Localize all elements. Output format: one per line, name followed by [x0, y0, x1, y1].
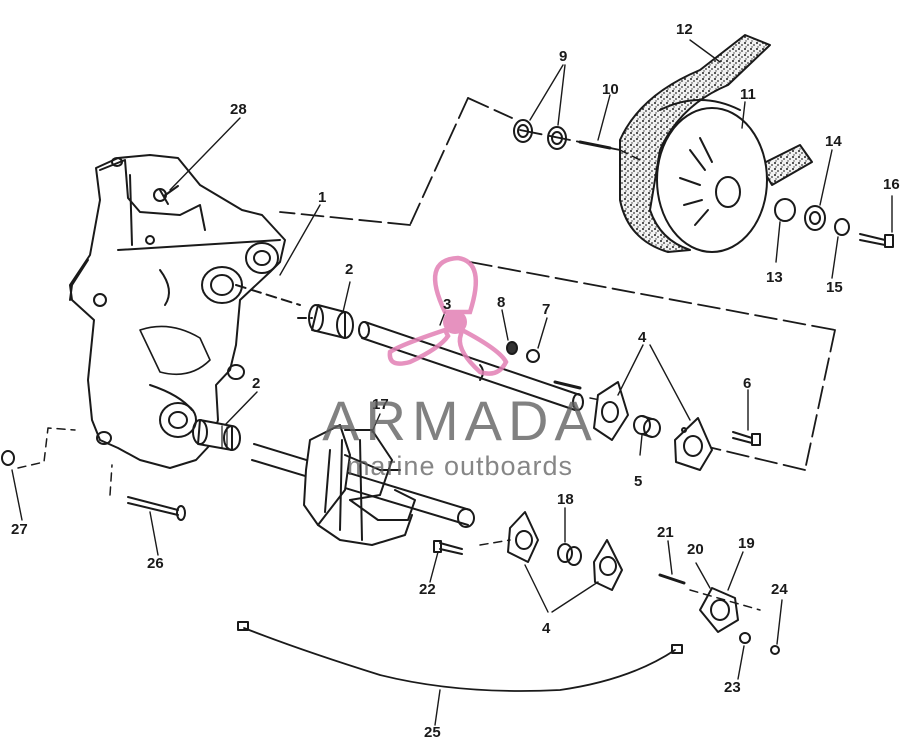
- callout-label: 5: [634, 473, 643, 490]
- bolt-16: [859, 233, 894, 248]
- nut-27: [1, 450, 15, 466]
- key-10: [578, 140, 612, 150]
- screw-28: [159, 185, 179, 205]
- callout-label: 20: [687, 541, 704, 558]
- washer-9a: [513, 119, 533, 143]
- bushing-18: [557, 543, 582, 566]
- bushing-5: [633, 415, 661, 438]
- bolt-26: [127, 496, 186, 521]
- lower-shaft: [251, 443, 475, 528]
- spacer-13: [774, 198, 796, 222]
- cable-25: [243, 627, 676, 692]
- callout-label: 22: [419, 581, 436, 598]
- cable-end-b: [671, 644, 683, 654]
- callout-label: 14: [825, 133, 842, 150]
- callout-label: 6: [743, 375, 752, 392]
- needle-bearing-lower: [192, 419, 241, 451]
- nut-8: [506, 341, 518, 355]
- callout-label: 4: [542, 620, 551, 637]
- callout-label: 7: [542, 301, 551, 318]
- pulley-11: [656, 99, 768, 253]
- callout-label: 8: [497, 294, 506, 311]
- callout-label: 1: [318, 189, 327, 206]
- callout-label: 27: [11, 521, 28, 538]
- nut-24: [770, 645, 780, 655]
- callout-label: 17: [372, 396, 389, 413]
- gearcase-housing: [69, 154, 286, 469]
- callout-label: 2: [252, 375, 261, 392]
- callout-label: 21: [657, 524, 674, 541]
- impeller-17: [303, 424, 416, 546]
- propeller-logo: [387, 255, 509, 376]
- dashed-leaders: [17, 149, 761, 611]
- washer-9b: [547, 126, 567, 150]
- callout-label: 26: [147, 555, 164, 572]
- callout-label: 25: [424, 724, 441, 741]
- callout-label: 23: [724, 679, 741, 696]
- drive-belt-12: [619, 34, 813, 253]
- callout-label: 18: [557, 491, 574, 508]
- callout-leaders: [11, 39, 893, 726]
- callout-label: 13: [766, 269, 783, 286]
- callout-label: 24: [771, 581, 788, 598]
- callout-label: 28: [230, 101, 247, 118]
- cable-end-a: [237, 621, 249, 631]
- bolt-6: [732, 431, 761, 446]
- alignment-frame: [279, 97, 836, 471]
- callout-label: 12: [676, 21, 693, 38]
- washer-23: [739, 632, 751, 644]
- washer-7: [526, 349, 540, 363]
- bearing-cap-lower-a: [507, 511, 539, 563]
- bearing-cap-upper-b: [674, 417, 713, 471]
- callout-label: 3: [443, 296, 452, 313]
- needle-bearing-upper: [308, 304, 354, 339]
- callout-label: 16: [883, 176, 900, 193]
- callout-label: 9: [559, 48, 568, 65]
- callout-label: 15: [826, 279, 843, 296]
- key-21: [658, 573, 686, 585]
- callout-label: 4: [638, 329, 647, 346]
- callout-label: 10: [602, 81, 619, 98]
- callout-label: 19: [738, 535, 755, 552]
- washer-15: [834, 218, 850, 236]
- callout-label: 2: [345, 261, 354, 278]
- bearing-cap-lower-b: [593, 539, 623, 591]
- cap-19-20: [699, 587, 739, 633]
- callout-label: 11: [740, 86, 756, 103]
- bearing-cap-upper-a: [593, 381, 629, 441]
- washer-14: [804, 205, 826, 231]
